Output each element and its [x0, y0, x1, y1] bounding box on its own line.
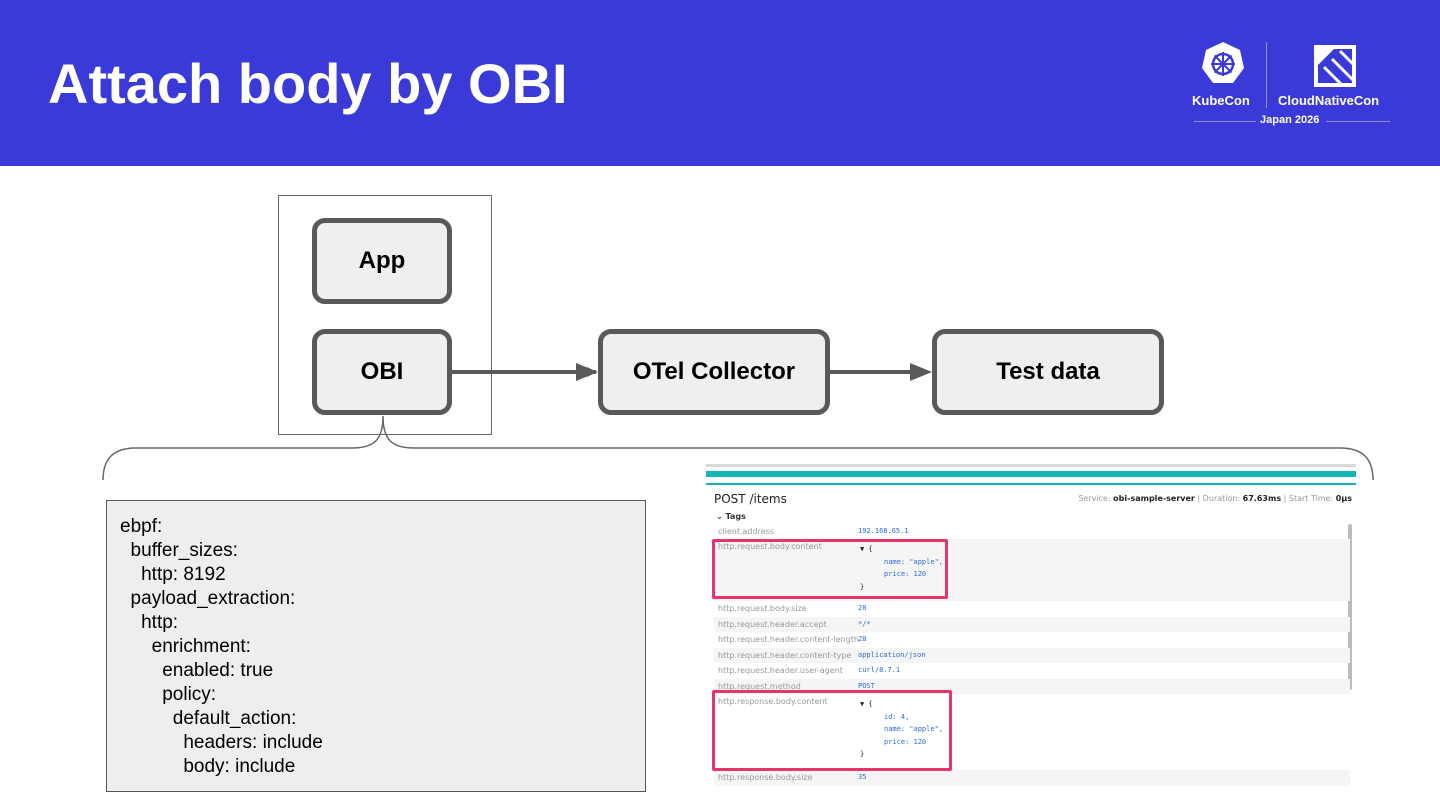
- request-body-highlight: [712, 539, 948, 599]
- tag-row: http.response.body.content ▼ { id: 4, na…: [714, 694, 1350, 770]
- config-line: default_action:: [120, 708, 297, 729]
- duration-label: Duration:: [1202, 494, 1241, 503]
- json-object[interactable]: ▼ { name: "apple", price: 120 }: [860, 545, 944, 591]
- duration-value: 67.63ms: [1242, 494, 1282, 503]
- config-line: body: include: [120, 756, 296, 777]
- config-line: policy:: [120, 684, 217, 705]
- timeline-ruler: [706, 464, 1356, 467]
- title-banner: Attach body by OBI KubeCon CloudNativeCo…: [0, 0, 1440, 166]
- config-line: headers: include: [120, 732, 323, 753]
- kubecon-label: KubeCon: [1192, 93, 1250, 108]
- tag-row: http.request.header.accept*/*: [714, 616, 1350, 632]
- start-label: Start Time:: [1288, 494, 1334, 503]
- trace-span-detail: POST /items Service: obi-sample-server |…: [706, 464, 1356, 790]
- arrowhead-testdata: [910, 363, 932, 381]
- json-object[interactable]: ▼ { id: 4, name: "apple", price: 120 }: [860, 700, 944, 758]
- app-node: App: [312, 218, 452, 304]
- span-bar: [706, 471, 1356, 477]
- logo-divider: [1266, 42, 1267, 108]
- scrollbar[interactable]: [1348, 524, 1352, 690]
- test-data-node: Test data: [932, 329, 1164, 415]
- tags-section-toggle[interactable]: ⌄ Tags: [716, 512, 746, 521]
- event-underline-right: [1326, 121, 1390, 122]
- arrowhead-collector: [576, 363, 598, 381]
- brace-callout: [102, 415, 1374, 481]
- config-line: http:: [120, 612, 179, 633]
- kubecon-logo: KubeCon CloudNativeCon Japan 2026: [1190, 38, 1394, 130]
- span-meta: Service: obi-sample-server | Duration: 6…: [1078, 494, 1352, 503]
- service-label: Service:: [1078, 494, 1111, 503]
- response-body-highlight: [712, 690, 952, 771]
- config-line: enrichment:: [120, 636, 251, 657]
- span-bar-underline: [706, 483, 1356, 485]
- config-line: ebpf:: [120, 516, 163, 537]
- pod-container: [278, 195, 492, 435]
- cncf-icon: [1314, 45, 1356, 87]
- config-line: buffer_sizes:: [120, 540, 238, 561]
- page-title: Attach body by OBI: [48, 52, 568, 115]
- cloudnativecon-label: CloudNativeCon: [1278, 93, 1380, 108]
- config-line: payload_extraction:: [120, 588, 296, 609]
- chevron-down-icon: ⌄: [716, 512, 726, 521]
- config-line: enabled: true: [120, 660, 274, 681]
- span-operation: POST /items: [714, 492, 787, 506]
- event-label: Japan 2026: [1260, 114, 1320, 126]
- config-snippet: ebpf: buffer_sizes: http: 8192 payload_e…: [106, 500, 646, 792]
- tag-row: http.request.body.content ▼ { name: "app…: [714, 539, 1350, 601]
- event-underline-left: [1194, 121, 1256, 122]
- service-value: obi-sample-server: [1113, 494, 1195, 503]
- otel-collector-node: OTel Collector: [598, 329, 830, 415]
- start-value: 0μs: [1335, 494, 1352, 503]
- obi-node: OBI: [312, 329, 452, 415]
- config-line: http: 8192: [120, 564, 226, 585]
- kubernetes-helm-icon: [1202, 42, 1244, 83]
